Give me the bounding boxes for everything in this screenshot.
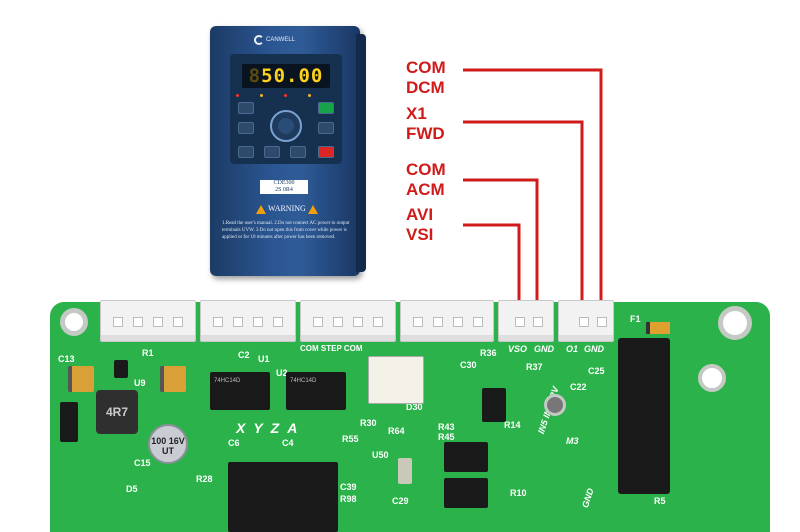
ic-u1: 74HC14D bbox=[210, 372, 270, 410]
speed-dial bbox=[270, 110, 302, 142]
warning-icon bbox=[256, 204, 267, 214]
mounting-hole bbox=[698, 364, 726, 392]
label-vsi: VSI bbox=[406, 225, 434, 244]
run-button bbox=[318, 102, 334, 114]
label-fwd: FWD bbox=[406, 124, 445, 143]
pin-header-block bbox=[618, 338, 670, 494]
vfd-body: CANWELL 850.00 CDE300 2S 0R4 WAR bbox=[210, 26, 366, 276]
electrolytic-capacitor: 100 16V UT bbox=[148, 424, 188, 464]
tantalum-cap bbox=[160, 366, 186, 392]
vfd-display: 850.00 bbox=[242, 64, 330, 88]
vfd-brand-logo: CANWELL bbox=[254, 34, 314, 46]
stop-button bbox=[318, 146, 334, 158]
connector-4 bbox=[400, 300, 494, 342]
connector-analog bbox=[498, 300, 554, 342]
label-dcm: DCM bbox=[406, 78, 445, 97]
ent-button bbox=[238, 122, 254, 134]
regulator bbox=[114, 360, 128, 378]
potentiometer bbox=[544, 394, 566, 416]
connector-output bbox=[558, 300, 614, 342]
brand-swirl-icon bbox=[254, 35, 264, 45]
vfd-warning-text: 1.Read the user's manual. 2.Do not conne… bbox=[222, 221, 350, 240]
wire-com-acm bbox=[463, 178, 539, 318]
optocoupler-relay bbox=[368, 356, 424, 404]
tantalum-cap bbox=[68, 366, 94, 392]
vfd-control-panel: 850.00 bbox=[230, 54, 342, 164]
label-acm: ACM bbox=[406, 180, 445, 199]
label-x1: X1 bbox=[406, 104, 427, 123]
status-led bbox=[236, 94, 239, 97]
fuse bbox=[646, 322, 670, 334]
wire-x1-fwd bbox=[463, 120, 584, 318]
power-inductor: 4R7 bbox=[96, 390, 138, 434]
controller-pcb: COM STEP COM VSO GND O1 GND R36 C25 C22 … bbox=[50, 300, 770, 532]
func-button bbox=[318, 122, 334, 134]
wire-com-dcm bbox=[463, 68, 603, 318]
connector-2 bbox=[200, 300, 296, 342]
connector-3 bbox=[300, 300, 396, 342]
down-button bbox=[290, 146, 306, 158]
wire-avi-vsi bbox=[463, 223, 521, 318]
label-com-2: COM bbox=[406, 160, 446, 179]
vfd-model-plate: CDE300 2S 0R4 bbox=[260, 180, 308, 194]
label-avi: AVI bbox=[406, 205, 434, 224]
main-mcu bbox=[228, 462, 338, 532]
optocoupler-1 bbox=[444, 442, 488, 472]
label-com-1: COM bbox=[406, 58, 446, 77]
mounting-hole bbox=[60, 308, 88, 336]
diode bbox=[60, 402, 78, 442]
connector-1 bbox=[100, 300, 196, 342]
wiring-diagram bbox=[463, 68, 603, 318]
shift-button bbox=[238, 146, 254, 158]
fuse-pad bbox=[398, 458, 412, 484]
status-led bbox=[260, 94, 263, 97]
prg-button bbox=[238, 102, 254, 114]
ic-u2: 74HC14D bbox=[286, 372, 346, 410]
vfd-warning-heading: WARNING bbox=[244, 204, 330, 214]
warning-icon bbox=[307, 204, 318, 214]
up-button bbox=[264, 146, 280, 158]
mounting-hole bbox=[718, 306, 752, 340]
vfd-drive-image: CANWELL 850.00 CDE300 2S 0R4 WAR bbox=[200, 12, 370, 290]
status-led bbox=[284, 94, 287, 97]
optocoupler-2 bbox=[444, 478, 488, 508]
pcb-brand: XYZA bbox=[236, 420, 306, 436]
status-led bbox=[308, 94, 311, 97]
transistor bbox=[482, 388, 506, 422]
